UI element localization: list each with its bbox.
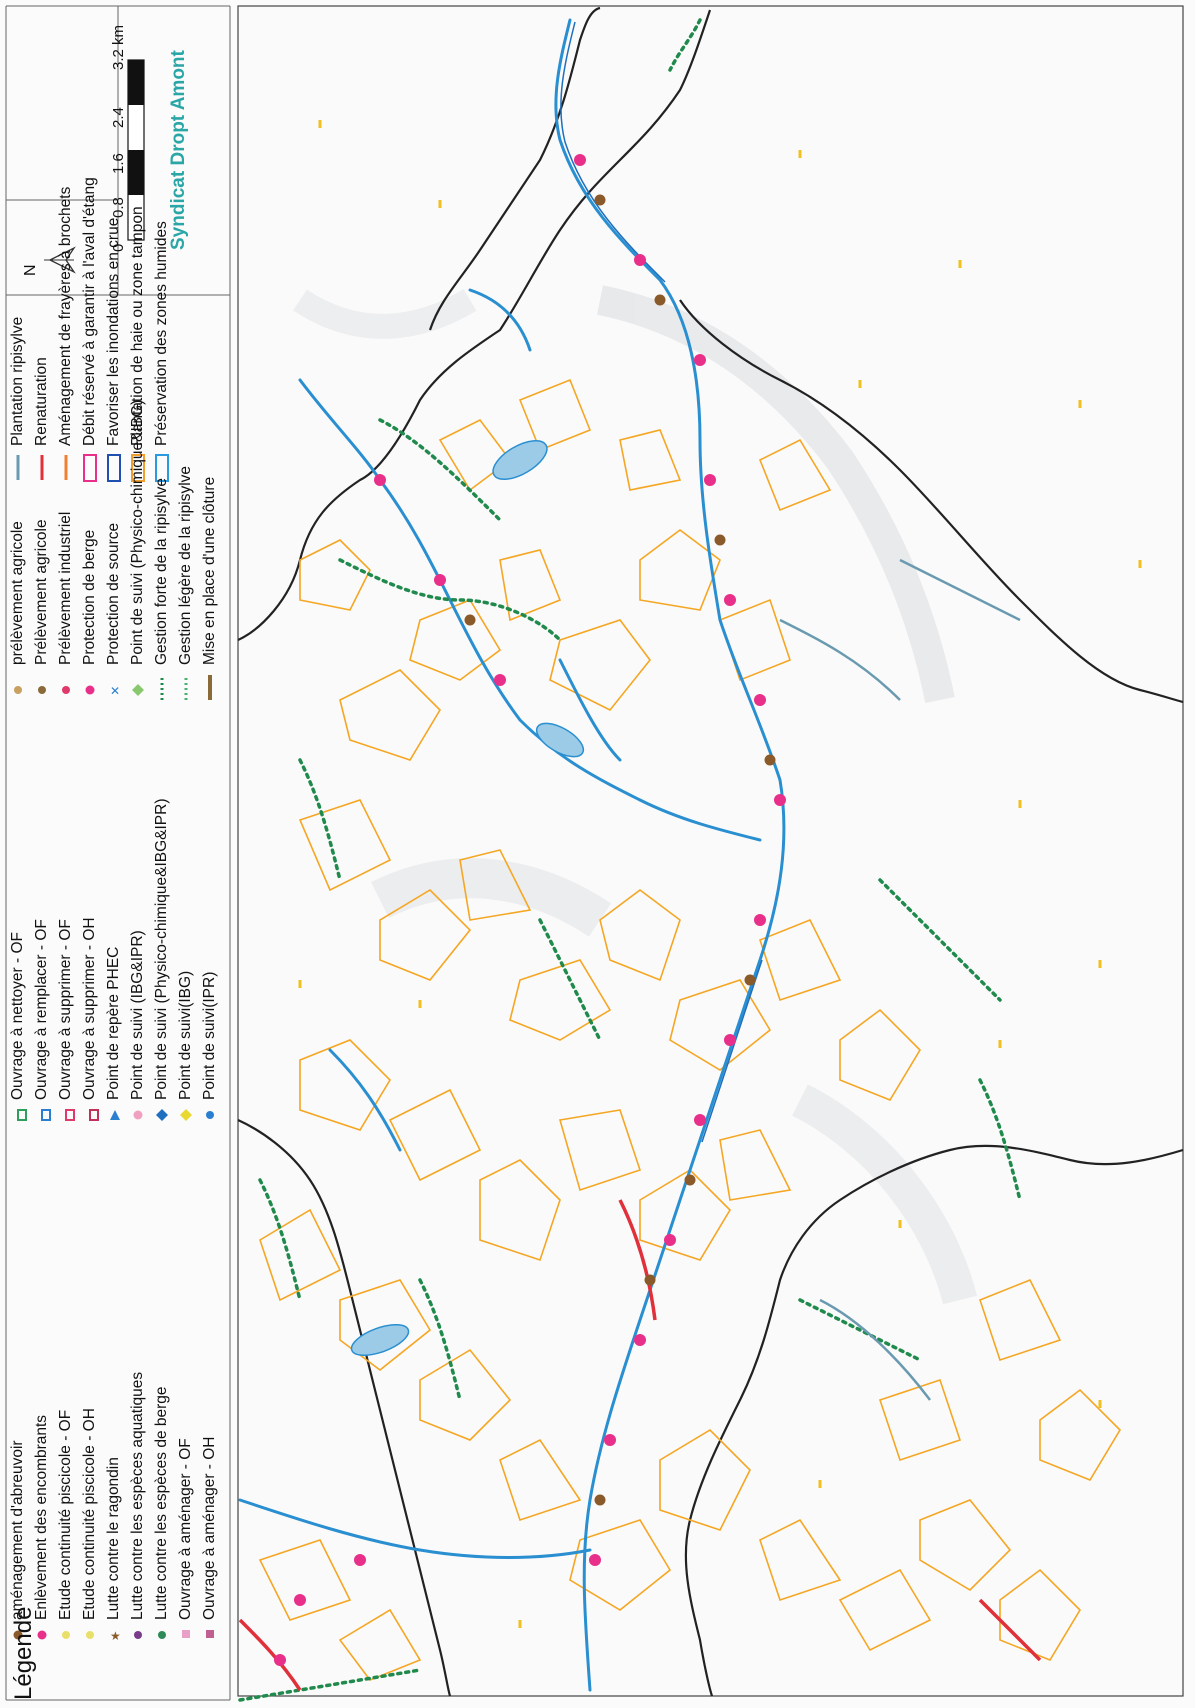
scale-tick-0: 0 bbox=[110, 243, 127, 252]
north-label: N bbox=[22, 264, 39, 276]
plantation-lines bbox=[779, 558, 1021, 1401]
ripisylve-management bbox=[238, 18, 1022, 1702]
legend-item-label: Point de suivi(IBG) bbox=[177, 970, 194, 1100]
scale-bar bbox=[127, 59, 145, 241]
north-arrow-icon bbox=[44, 246, 76, 274]
legend-item-label: Prélèvement agricole bbox=[33, 519, 50, 665]
legend-symbols: ★ ✕ bbox=[13, 454, 214, 1643]
map-frame bbox=[237, 5, 1184, 1697]
scale-tick-4: 3.2 km bbox=[110, 24, 127, 70]
legend-item-label: aménagement d'abreuvoir bbox=[9, 1440, 26, 1620]
yellow-dashes bbox=[298, 120, 1142, 1628]
renaturation-lines bbox=[238, 1199, 1042, 1691]
brown-markers bbox=[464, 194, 776, 1506]
syndicat-title: Syndicat Dropt Amont bbox=[168, 50, 189, 250]
legend-item-label: Gestion forte de la ripisylve bbox=[153, 478, 170, 665]
watershed-boundary bbox=[237, 6, 1184, 1697]
legend-item-label: Préservation des zones humides bbox=[153, 221, 170, 446]
legend-item-label: Ouvrage à aménager - OF bbox=[177, 1438, 194, 1620]
legend-item-label: Protection de berge bbox=[81, 529, 98, 665]
scale-tick-2: 1.6 bbox=[110, 153, 127, 174]
legend-item-label: Point de suivi(IPR) bbox=[201, 971, 218, 1100]
ponds bbox=[350, 439, 585, 1356]
legend-item-label: Débit réservé à garantir à l'aval d'étan… bbox=[81, 177, 98, 446]
legend-item-label: Etude continuité piscicole - OF bbox=[57, 1409, 74, 1620]
legend-item-label: Mise en place d'une clôture bbox=[201, 476, 218, 665]
scale-tick-3: 2.4 bbox=[110, 107, 127, 128]
legend-item-label: Ouvrage à aménager - OH bbox=[201, 1436, 218, 1620]
legend-item-label: Plantation ripisylve bbox=[9, 316, 26, 446]
terrain-shading bbox=[293, 285, 977, 1305]
svg-text:★: ★ bbox=[110, 1629, 121, 1643]
legend-item-label: Point de repère PHEC bbox=[105, 946, 122, 1100]
legend-item-label: Ouvrage à remplacer - OF bbox=[33, 919, 50, 1100]
legend-item-label: Renaturation bbox=[33, 357, 50, 446]
legend-item-label: Point de suivi (Physico-chimique&IBG&IPR… bbox=[153, 798, 170, 1100]
legend-item-label: Point de suivi (IBG&IPR) bbox=[129, 930, 146, 1100]
legend-item-label: Gestion légère de la ripisylve bbox=[177, 465, 194, 665]
legend-item-label: Lutte contre le ragondin bbox=[105, 1457, 122, 1620]
legend-item-label: Plantation de haie ou zone tampon bbox=[129, 206, 146, 446]
legend-item-label: Prélèvement industriel bbox=[57, 511, 74, 665]
legend-item-label: prélèvement agricole bbox=[9, 521, 26, 665]
legend-title: Légende bbox=[10, 1606, 37, 1700]
legend-item-label: Lutte contre les espèces de berge bbox=[153, 1386, 170, 1620]
pink-markers bbox=[274, 154, 786, 1666]
legend-item-label: Protection de source bbox=[105, 522, 122, 665]
legend-item-label: Etude continuité piscicole - OH bbox=[81, 1408, 98, 1620]
legend-item-label: Ouvrage à nettoyer - OF bbox=[9, 932, 26, 1100]
legend-item-label: Ouvrage à supprimer - OH bbox=[81, 917, 98, 1100]
scale-tick-1: 0.8 bbox=[110, 197, 127, 218]
parcel-outlines bbox=[258, 378, 1122, 1681]
legend-item-label: Aménagement de frayères à brochets bbox=[57, 186, 74, 446]
legend-item-label: Ouvrage à supprimer - OF bbox=[57, 919, 74, 1100]
svg-text:✕: ✕ bbox=[110, 684, 120, 698]
legend-item-label: Lutte contre les espèces aquatiques bbox=[129, 1371, 146, 1620]
legend-item-label: Enlèvement des encombrants bbox=[33, 1414, 50, 1620]
